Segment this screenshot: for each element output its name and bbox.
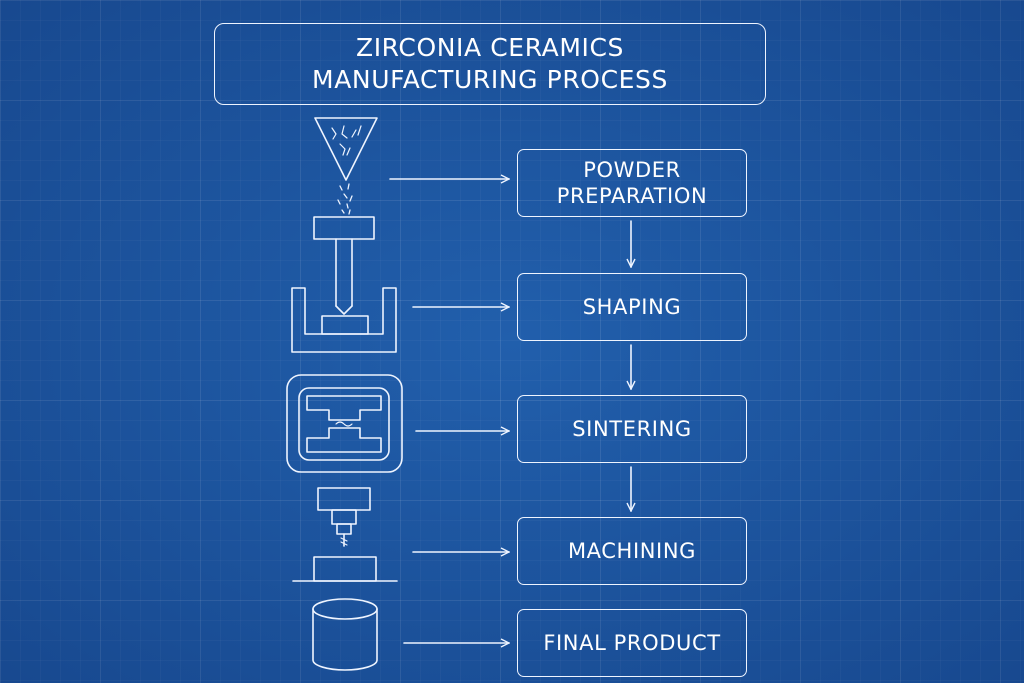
hopper-icon — [314, 117, 378, 215]
step-machining: MACHINING — [517, 517, 747, 585]
milling-machine-icon — [292, 487, 398, 582]
step-shaping: SHAPING — [517, 273, 747, 341]
step-powder-preparation: POWDER PREPARATION — [517, 149, 747, 217]
diagram-title: ZIRCONIA CERAMICS MANUFACTURING PROCESS — [214, 23, 766, 105]
press-mold-icon — [291, 216, 397, 353]
step-final-product: FINAL PRODUCT — [517, 609, 747, 677]
furnace-icon — [286, 374, 403, 473]
cylinder-product-icon — [312, 598, 378, 671]
step-sintering: SINTERING — [517, 395, 747, 463]
